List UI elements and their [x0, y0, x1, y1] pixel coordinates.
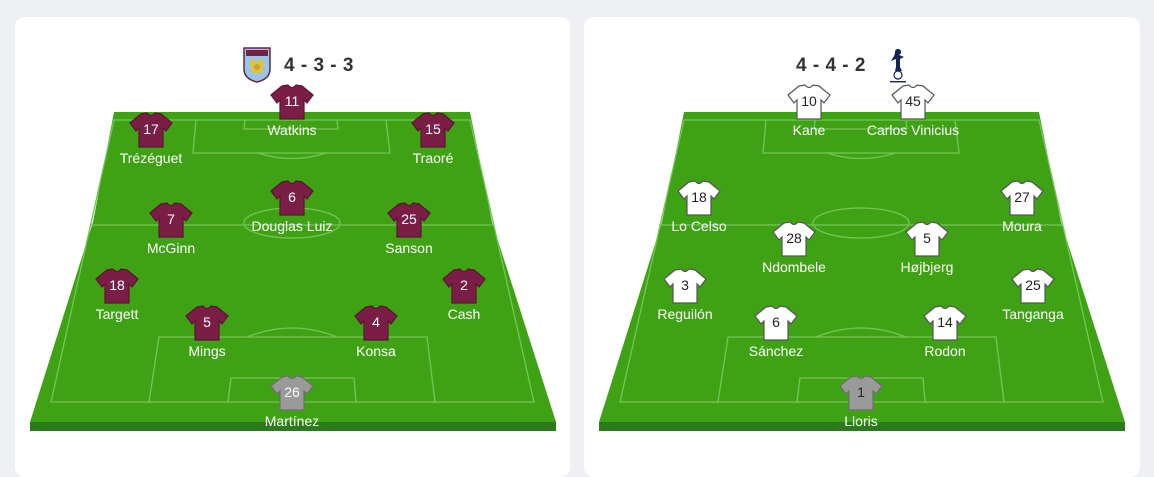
player-away-ndombele[interactable]: 28 Ndombele: [739, 221, 849, 287]
player-name: Rodon: [924, 343, 966, 359]
player-name: McGinn: [146, 240, 196, 256]
shirt-number: 45: [905, 93, 921, 109]
player-away-moura[interactable]: 27 Moura: [967, 180, 1077, 246]
home-formation: 4 - 3 - 3: [284, 55, 354, 76]
player-home-traore[interactable]: 15 Traoré: [378, 112, 488, 178]
goalkeeper-shirt-icon: 1: [839, 375, 883, 411]
aston-villa-crest-icon: [243, 47, 271, 88]
player-name: Cash: [447, 306, 481, 322]
shirt-number: 11: [284, 93, 300, 109]
away-shirt-icon: 18: [677, 180, 721, 216]
player-name: Tanganga: [1002, 306, 1064, 322]
goalkeeper-shirt-icon: 26: [270, 375, 314, 411]
shirt-number: 5: [203, 314, 211, 330]
player-name: Lo Celso: [671, 218, 727, 234]
shirt-number: 15: [425, 121, 441, 137]
player-name: Højbjerg: [900, 259, 954, 275]
player-home-mings[interactable]: 5 Mings: [152, 305, 262, 371]
player-away-rodon[interactable]: 14 Rodon: [890, 305, 1000, 371]
home-shirt-icon: 15: [411, 112, 455, 148]
away-lineup-card: 4 - 4 - 2 10 Kane 45 Carlos Vinicius 18 …: [584, 17, 1140, 477]
shirt-number: 7: [167, 211, 175, 227]
shirt-number: 1: [857, 384, 865, 400]
away-shirt-icon: 14: [923, 305, 967, 341]
player-home-konsa[interactable]: 4 Konsa: [321, 305, 431, 371]
player-name: Kane: [792, 122, 826, 138]
player-name: Lloris: [844, 413, 878, 429]
player-name: Targett: [95, 306, 139, 322]
shirt-number: 4: [372, 314, 380, 330]
away-pitch: [599, 112, 1125, 431]
shirt-number: 6: [288, 189, 296, 205]
player-name: Carlos Vinicius: [866, 122, 960, 138]
away-shirt-icon: 10: [787, 84, 831, 120]
player-home-douglas-luiz[interactable]: 6 Douglas Luiz: [237, 180, 347, 246]
player-name: Sánchez: [748, 343, 804, 359]
player-away-carlos-vinicius[interactable]: 45 Carlos Vinicius: [858, 84, 968, 150]
shirt-number: 10: [801, 93, 817, 109]
shirt-number: 3: [681, 277, 689, 293]
player-home-sanson[interactable]: 25 Sanson: [354, 202, 464, 268]
home-shirt-icon: 6: [270, 180, 314, 216]
player-home-martinez[interactable]: 26 Martínez: [237, 375, 347, 441]
away-formation-header: 4 - 4 - 2: [584, 47, 1140, 87]
home-shirt-icon: 5: [185, 305, 229, 341]
shirt-number: 28: [786, 230, 802, 246]
home-formation-header: 4 - 3 - 3: [15, 47, 570, 87]
shirt-number: 14: [937, 314, 953, 330]
player-home-targett[interactable]: 18 Targett: [62, 268, 172, 334]
away-shirt-icon: 45: [891, 84, 935, 120]
shirt-number: 25: [401, 211, 417, 227]
away-shirt-icon: 5: [905, 221, 949, 257]
player-away-sanchez[interactable]: 6 Sánchez: [721, 305, 831, 371]
shirt-number: 25: [1025, 277, 1041, 293]
shirt-number: 6: [772, 314, 780, 330]
player-home-cash[interactable]: 2 Cash: [409, 268, 519, 334]
away-shirt-icon: 27: [1000, 180, 1044, 216]
player-home-mcginn[interactable]: 7 McGinn: [116, 202, 226, 268]
player-name: Moura: [1002, 218, 1042, 234]
away-shirt-icon: 3: [663, 268, 707, 304]
tottenham-crest-icon: [886, 47, 910, 90]
away-formation: 4 - 4 - 2: [796, 55, 866, 76]
player-name: Traoré: [412, 150, 454, 166]
shirt-number: 17: [143, 121, 159, 137]
home-shirt-icon: 2: [442, 268, 486, 304]
home-shirt-icon: 17: [129, 112, 173, 148]
player-away-kane[interactable]: 10 Kane: [754, 84, 864, 150]
player-name: Trézéguet: [119, 150, 183, 166]
home-shirt-icon: 4: [354, 305, 398, 341]
player-away-lloris[interactable]: 1 Lloris: [806, 375, 916, 441]
player-home-watkins[interactable]: 11 Watkins: [237, 84, 347, 150]
player-home-trezeguet[interactable]: 17 Trézéguet: [96, 112, 206, 178]
player-name: Martínez: [264, 413, 320, 429]
player-name: Ndombele: [762, 259, 826, 275]
shirt-number: 27: [1014, 189, 1030, 205]
away-shirt-icon: 6: [754, 305, 798, 341]
away-shirt-icon: 25: [1011, 268, 1055, 304]
player-name: Mings: [188, 343, 226, 359]
home-lineup-card: 4 - 3 - 3 11 Watkins 17 Trézéguet 15 Tra…: [15, 17, 570, 477]
home-shirt-icon: 11: [270, 84, 314, 120]
home-shirt-icon: 7: [149, 202, 193, 238]
player-name: Konsa: [356, 343, 396, 359]
shirt-number: 18: [109, 277, 125, 293]
player-away-reguilon[interactable]: 3 Reguilón: [630, 268, 740, 334]
shirt-number: 26: [284, 384, 300, 400]
player-name: Douglas Luiz: [251, 218, 333, 234]
player-away-tanganga[interactable]: 25 Tanganga: [978, 268, 1088, 334]
shirt-number: 5: [923, 230, 931, 246]
player-away-lo-celso[interactable]: 18 Lo Celso: [644, 180, 754, 246]
home-shirt-icon: 25: [387, 202, 431, 238]
shirt-number: 18: [691, 189, 707, 205]
player-name: Watkins: [267, 122, 317, 138]
shirt-number: 2: [460, 277, 468, 293]
player-name: Reguilón: [657, 306, 713, 322]
player-away-hojbjerg[interactable]: 5 Højbjerg: [872, 221, 982, 287]
home-shirt-icon: 18: [95, 268, 139, 304]
player-name: Sanson: [385, 240, 433, 256]
away-shirt-icon: 28: [772, 221, 816, 257]
